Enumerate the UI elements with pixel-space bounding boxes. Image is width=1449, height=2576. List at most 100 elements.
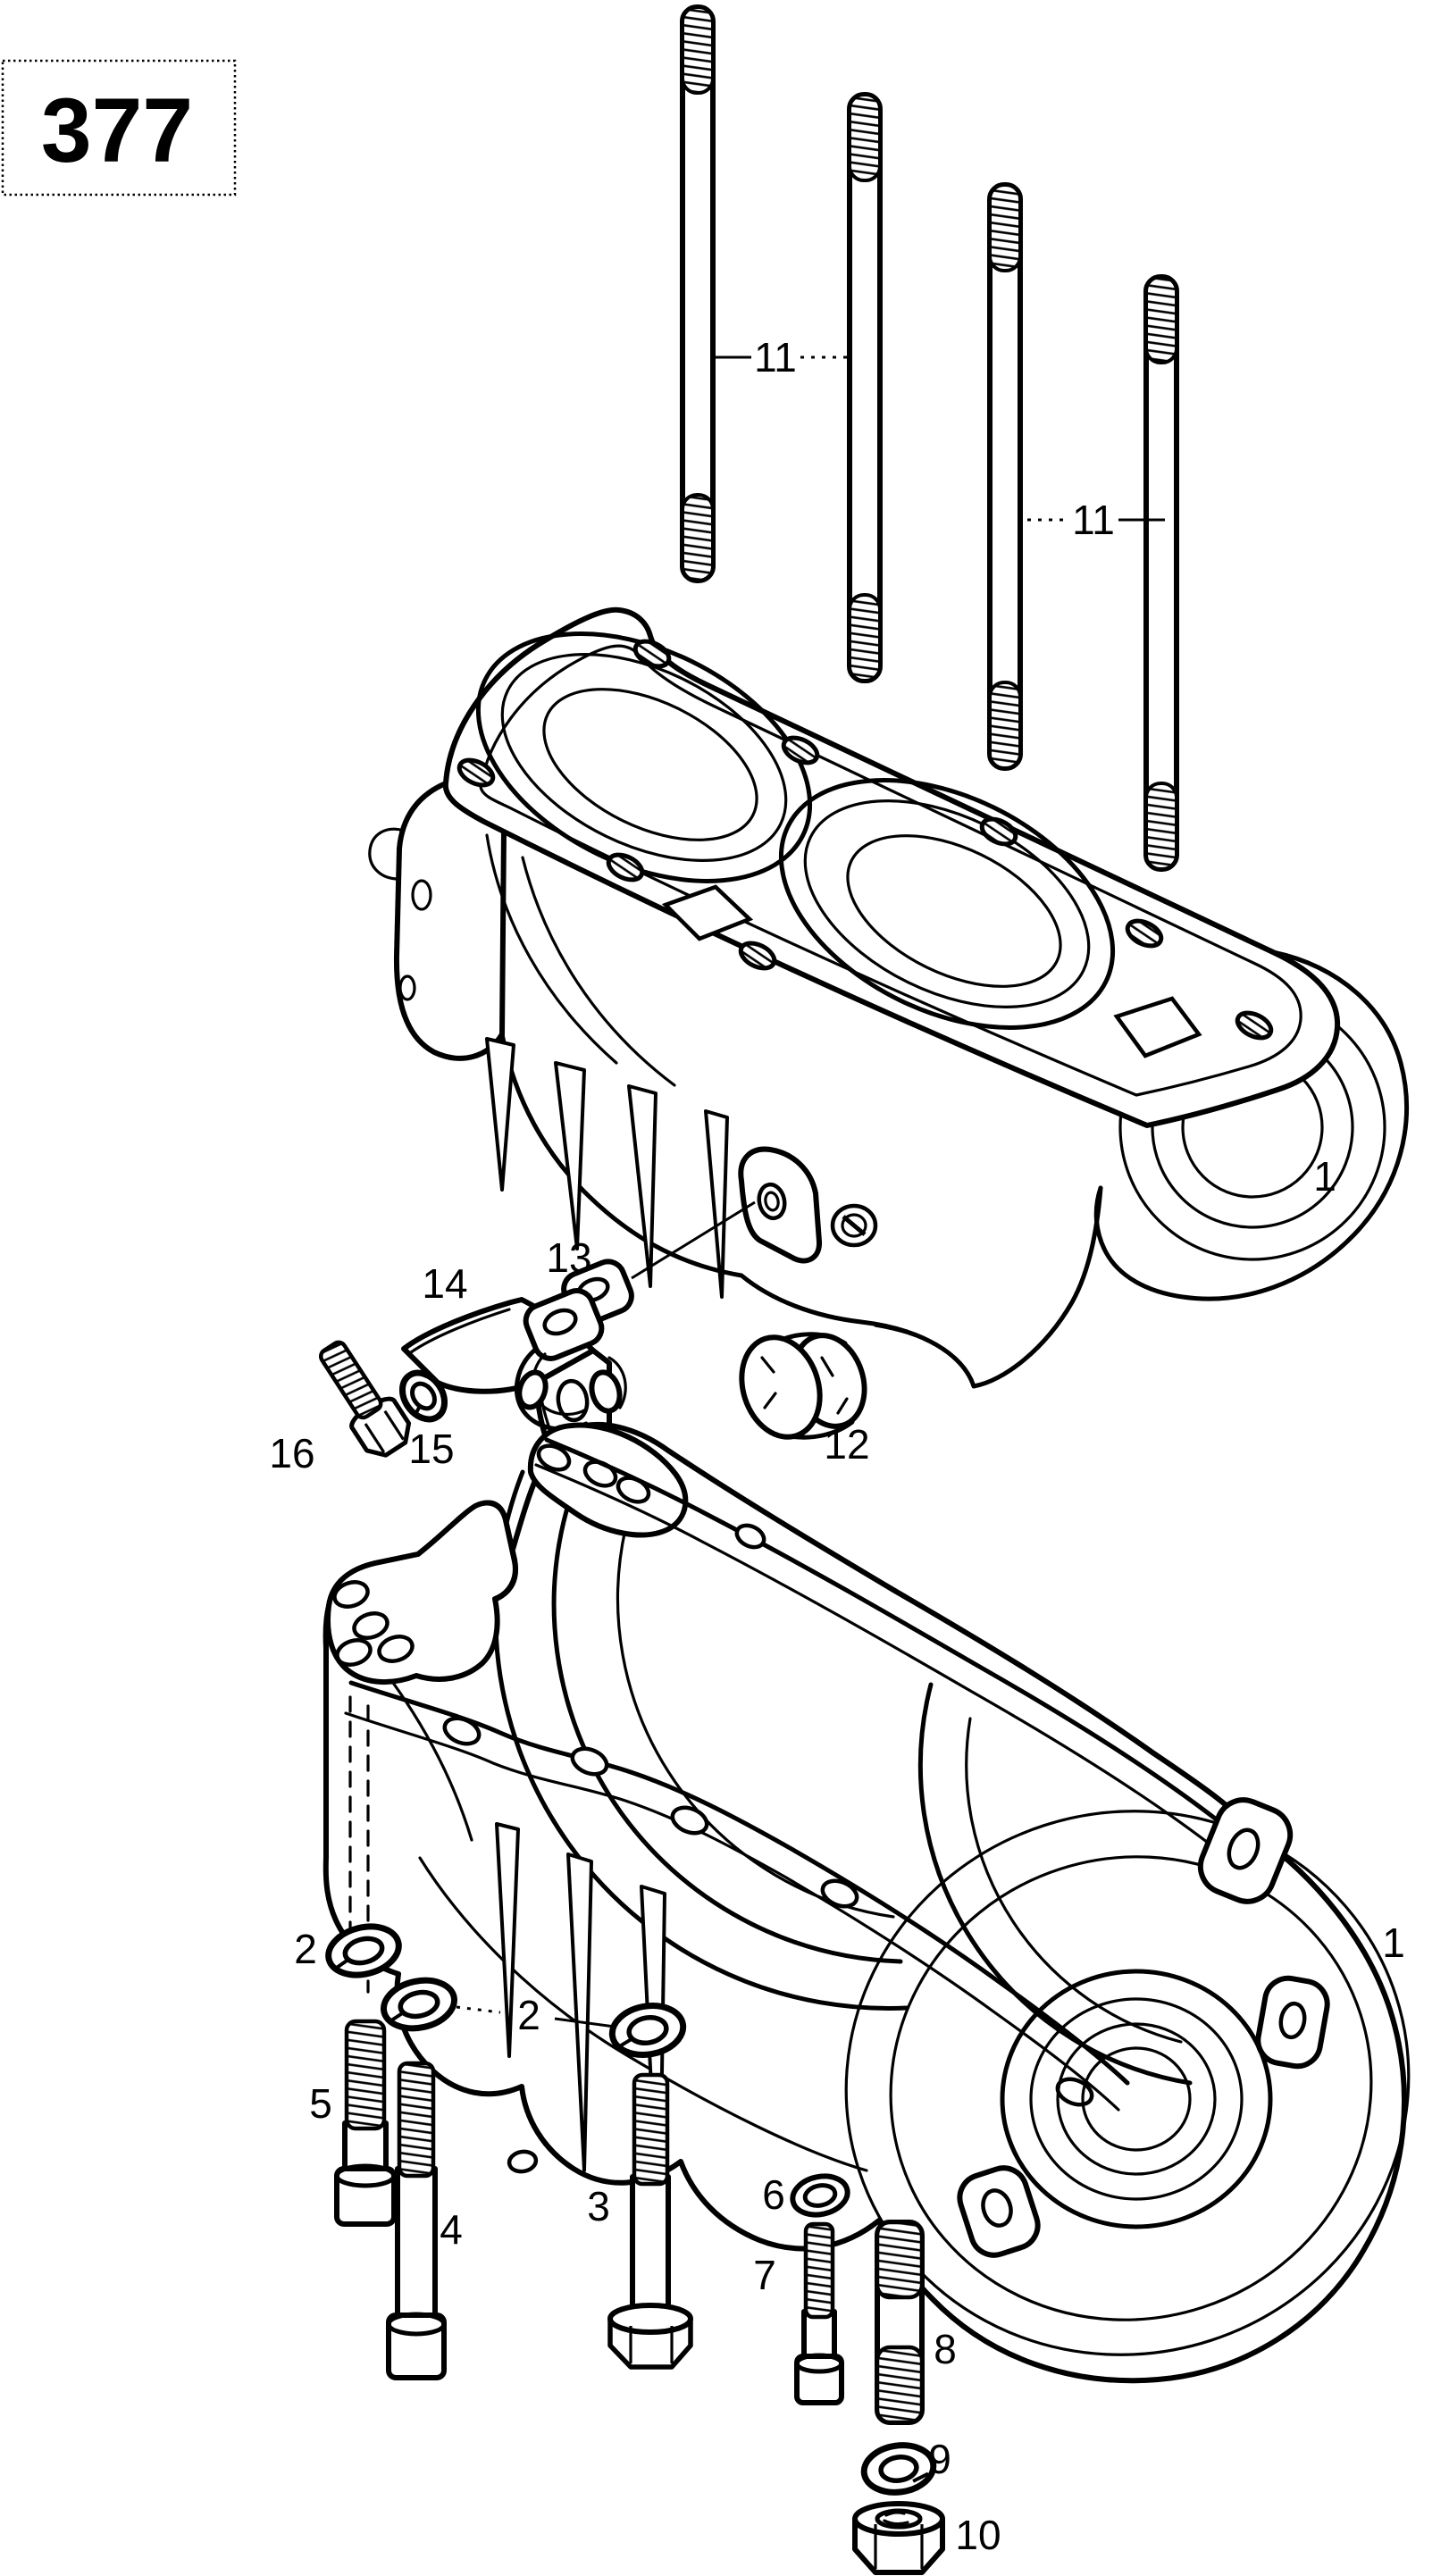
seal-bore-ring xyxy=(1029,1997,1244,2201)
leader-lines xyxy=(456,355,1165,2028)
bracket-edge-line xyxy=(409,1308,511,1354)
washer-inner xyxy=(398,1989,440,2020)
model-tag-border xyxy=(1,59,237,197)
washer-split xyxy=(413,1403,423,1417)
boss-hole-inner xyxy=(764,1191,780,1212)
model-tag-box: 377 xyxy=(1,59,237,197)
label-stud-8: 8 xyxy=(934,2326,957,2372)
label-bolt-7: 7 xyxy=(753,2252,776,2298)
stud-thread-top xyxy=(988,183,1022,272)
flange-hole xyxy=(734,1523,766,1550)
socket-bolt-5 xyxy=(334,2019,397,2227)
magneto-bell-outline xyxy=(1093,949,1409,1301)
stud-3 xyxy=(987,182,1023,771)
lock-washer-2a xyxy=(325,1923,402,1978)
left-cap-hole xyxy=(398,974,416,1001)
washer-inner xyxy=(342,1936,385,1966)
clamp-foot xyxy=(589,1369,623,1414)
label-washer-2b: 2 xyxy=(517,1992,540,2038)
bell-ear-hole xyxy=(1227,1827,1261,1870)
upper-case-skirt-line xyxy=(874,1324,972,1381)
stud-hole xyxy=(1125,918,1164,949)
label-bolt-4: 4 xyxy=(440,2206,463,2253)
nut-thread-hole xyxy=(875,2508,923,2530)
leader-2-right xyxy=(554,2017,616,2028)
washer-split xyxy=(389,2010,406,2023)
bracket-hole xyxy=(556,1378,590,1423)
clamp-foot xyxy=(516,1369,549,1410)
bore-outer-rim xyxy=(778,778,1116,1030)
grommet-slit xyxy=(820,1356,834,1377)
stud-thread-bottom xyxy=(875,2345,925,2425)
socket-bolt-4 xyxy=(386,2061,447,2380)
grommet-left-face xyxy=(739,1334,823,1440)
stud-thread-bottom xyxy=(1144,782,1178,871)
flange-hole xyxy=(820,1878,859,1909)
bolt-head-top xyxy=(794,2353,844,2374)
cylinder-studs-group xyxy=(680,4,1179,872)
bolt-head-facet xyxy=(364,1423,386,1453)
washer-inner xyxy=(410,1381,437,1411)
stud-thread-bottom xyxy=(681,493,715,582)
corner-hole xyxy=(332,1580,370,1609)
bore-inner-wall xyxy=(846,834,1062,988)
back-flange-line xyxy=(544,1437,1225,1827)
nut-thread-marks xyxy=(883,2511,909,2526)
label-bolt-16: 16 xyxy=(269,1430,314,1476)
label-lower-case-1: 1 xyxy=(1382,1919,1405,1966)
bolt-threads xyxy=(344,2019,387,2131)
lower-rib xyxy=(495,1822,520,2058)
label-bolt-3: 3 xyxy=(587,2183,610,2229)
front-rib xyxy=(554,1061,586,1250)
bolt-shank xyxy=(630,2174,671,2315)
washer-inner xyxy=(878,2455,919,2483)
bolt-threads xyxy=(318,1340,383,1420)
boss-hole xyxy=(757,1182,787,1221)
stud-hole xyxy=(456,757,496,788)
socket-bolt-7 xyxy=(794,2221,844,2405)
bolt-head xyxy=(386,2313,447,2380)
stud-thread-top xyxy=(848,93,882,182)
label-grommet-12: 12 xyxy=(824,1421,869,1468)
deck-cutout xyxy=(1113,996,1202,1058)
leader-13 xyxy=(631,1200,756,1280)
foot-hole xyxy=(507,2149,539,2174)
label-upper-case-1: 1 xyxy=(1313,1153,1336,1200)
stud-thread-bottom xyxy=(988,681,1022,770)
stud-thread-top xyxy=(681,5,715,95)
case-screw-head-inner xyxy=(841,1213,867,1238)
upper-case-bottom-edge xyxy=(499,1032,1103,1389)
bolt-head-top xyxy=(334,2163,397,2188)
label-bolt-5: 5 xyxy=(309,2080,332,2127)
label-bracket-14: 14 xyxy=(422,1260,467,1307)
back-flange-line-inner xyxy=(534,1463,1213,1847)
bore-outer-rim xyxy=(475,631,813,883)
bolt-threads xyxy=(397,2061,436,2179)
leader-2-left xyxy=(456,2005,501,2014)
lock-washer-2c xyxy=(608,2003,687,2058)
lower-crankcase xyxy=(322,1421,1411,2384)
label-washer-9: 9 xyxy=(928,2436,951,2482)
stud-body xyxy=(1143,274,1179,872)
saddle-arc-right xyxy=(917,1682,1193,2086)
stud-hole xyxy=(606,852,645,882)
stud-4 xyxy=(1143,274,1179,872)
model-tag-text: 377 xyxy=(41,79,193,181)
front-face-curve xyxy=(391,1681,473,1842)
stud-hole xyxy=(781,735,820,765)
clamp-tab-hole xyxy=(542,1308,578,1336)
label-stud-11-right: 11 xyxy=(1072,497,1115,543)
flange-hole xyxy=(570,1746,609,1777)
flange-hole xyxy=(442,1716,482,1746)
washer-split xyxy=(333,1957,350,1970)
cylinder-bore-left xyxy=(475,631,813,883)
front-rib xyxy=(485,1037,515,1192)
deck-gasket-inner-line xyxy=(479,644,1302,1097)
hex-bolt-16 xyxy=(318,1340,412,1458)
bolt-head xyxy=(794,2354,844,2405)
washer-split xyxy=(912,2471,929,2483)
stud-hole xyxy=(979,816,1018,847)
front-rib xyxy=(704,1109,729,1299)
